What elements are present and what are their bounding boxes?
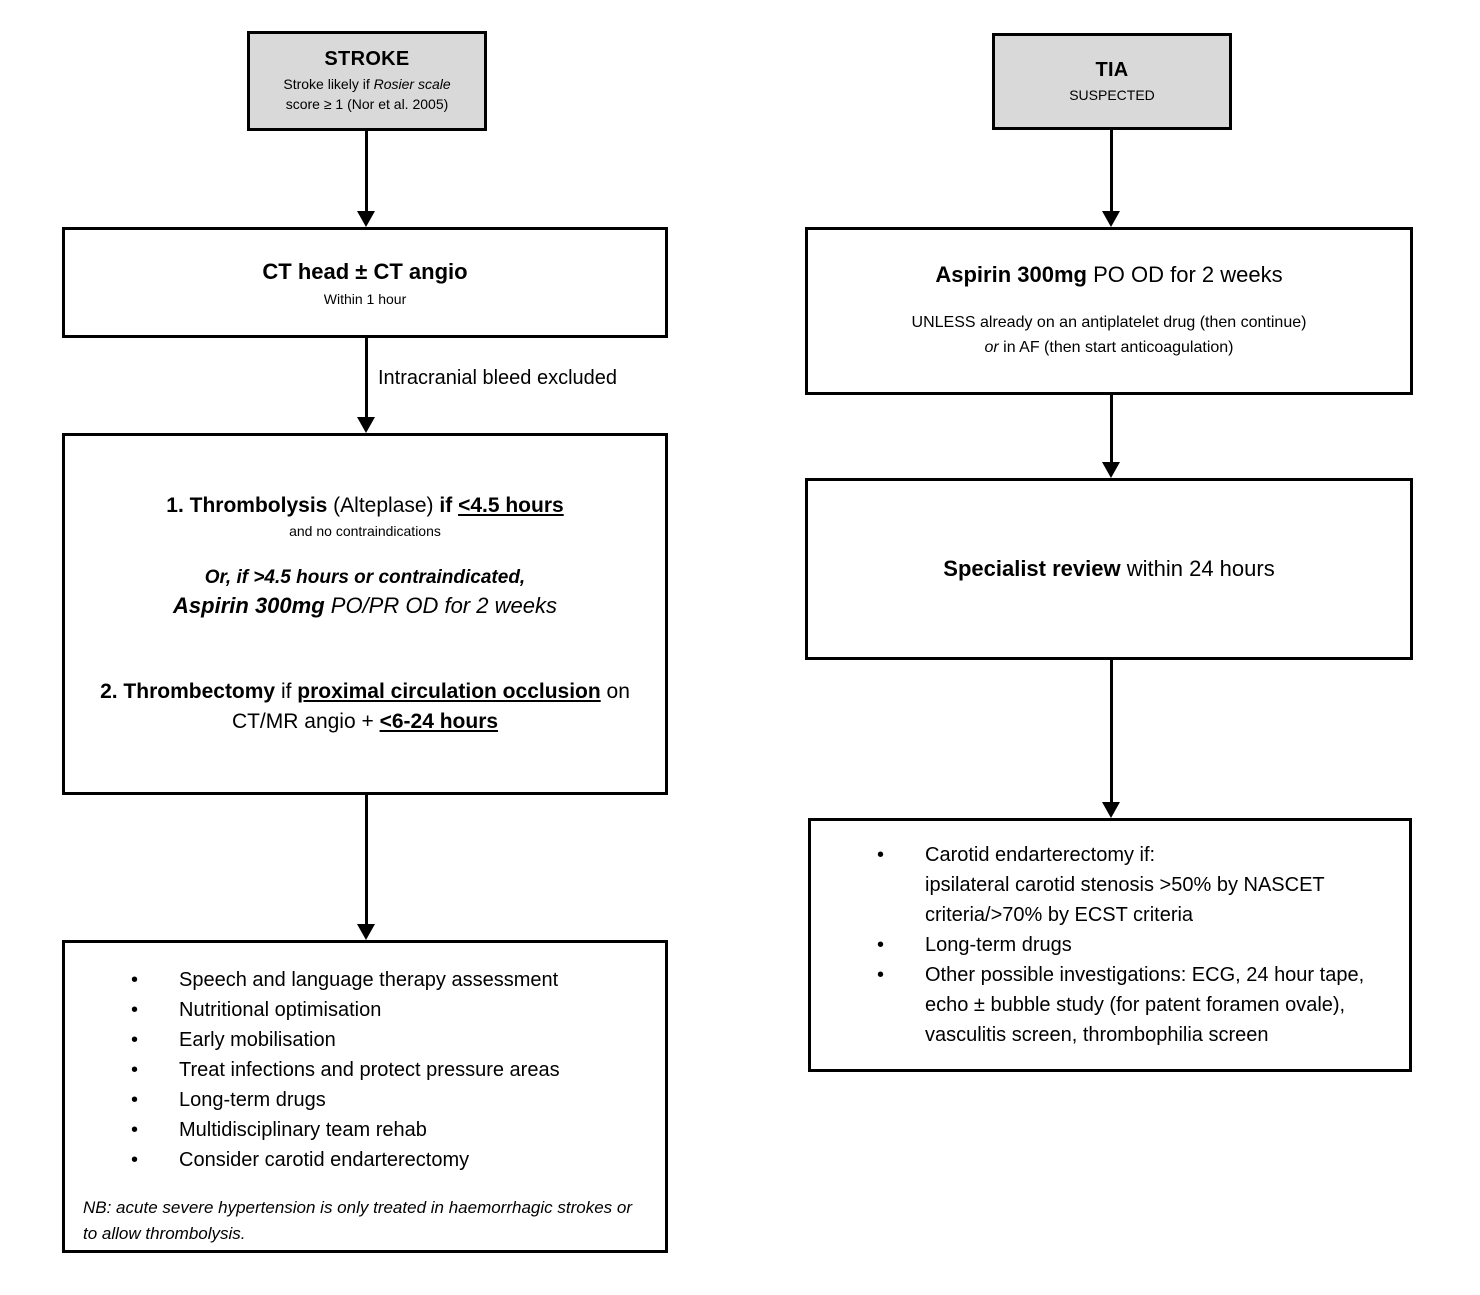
bullet-icon: • — [131, 969, 139, 991]
list-item-text: Treat infections and protect pressure ar… — [179, 1059, 560, 1081]
bleed-excluded-label: Intracranial bleed excluded — [378, 367, 618, 389]
thrombectomy-line-1: 2. Thrombectomy if proximal circulation … — [100, 680, 630, 703]
list-item-text: Nutritional optimisation — [179, 999, 382, 1021]
thrombectomy-line-2: CT/MR angio + <6-24 hours — [231, 710, 499, 733]
arrow-ct-to-treatment — [357, 338, 375, 433]
bullet-icon: • — [131, 1119, 139, 1141]
arrow-stroke-to-ct — [357, 131, 375, 227]
list-item-text: Speech and language therapy assessment — [179, 969, 559, 991]
bullet-icon: • — [131, 1089, 139, 1111]
alternative-intro-line: Or, if >4.5 hours or contraindicated, — [204, 567, 526, 588]
tia-header-box: TIA SUSPECTED — [992, 33, 1232, 130]
list-item-text: Carotid endarterectomy if: ipsilateral c… — [925, 844, 1325, 926]
tia-followup-box: • Carotid endarterectomy if: ipsilateral … — [808, 818, 1412, 1072]
bullet-icon: • — [877, 934, 885, 956]
arrow-shaft — [364, 795, 368, 924]
specialist-review-box: Specialist review within 24 hours — [805, 478, 1413, 660]
stroke-title: STROKE — [324, 48, 410, 70]
list-item: • Nutritional optimisation — [65, 995, 665, 1025]
bullet-icon: • — [131, 1149, 139, 1171]
list-item: • Consider carotid endarterectomy — [65, 1145, 665, 1175]
list-item-text: Long-term drugs — [925, 934, 1072, 956]
arrow-treatment-to-care — [357, 795, 375, 940]
arrow-head-icon — [1102, 462, 1120, 478]
bullet-icon: • — [131, 1059, 139, 1081]
list-item: • Multidisciplinary team rehab — [65, 1115, 665, 1145]
bullet-icon: • — [131, 1029, 139, 1051]
arrow-shaft — [1109, 660, 1113, 802]
hypertension-note: NB: acute severe hypertension is only tr… — [83, 1198, 632, 1243]
tia-title: TIA — [1095, 58, 1129, 81]
supportive-care-list: •Speech and language therapy assessment•… — [65, 965, 665, 1175]
aspirin-box: Aspirin 300mg PO OD for 2 weeks UNLESS a… — [805, 227, 1413, 395]
list-item: • Treat infections and protect pressure a… — [65, 1055, 665, 1085]
arrow-head-icon — [1102, 802, 1120, 818]
list-item-text: Other possible investigations: ECG, 24 h… — [925, 964, 1365, 1046]
arrow-head-icon — [1102, 211, 1120, 227]
acute-treatment-box: 1. Thrombolysis (Alteplase) if <4.5 hour… — [62, 433, 668, 795]
list-item-text: Consider carotid endarterectomy — [179, 1149, 470, 1171]
list-item-text: Multidisciplinary team rehab — [179, 1119, 427, 1141]
tia-subtitle: SUSPECTED — [1069, 86, 1155, 103]
list-item-text: Early mobilisation — [179, 1029, 336, 1051]
list-item: • Speech and language therapy assessment — [65, 965, 665, 995]
arrow-head-icon — [357, 924, 375, 940]
arrow-shaft — [364, 338, 368, 417]
arrow-tia-to-aspirin — [1102, 130, 1120, 227]
aspirin-caveat: UNLESS already on an antiplatelet drug (… — [911, 314, 1307, 356]
arrow-aspirin-to-review — [1102, 395, 1120, 478]
arrow-shaft — [1109, 395, 1113, 462]
arrow-shaft — [364, 131, 368, 211]
list-item: • Carotid endarterectomy if: ipsilateral … — [811, 840, 1409, 930]
list-item: • Other possible investigations: ECG, 24 … — [811, 960, 1409, 1050]
specialist-review-line: Specialist review within 24 hours — [943, 556, 1275, 581]
bullet-icon: • — [877, 844, 885, 866]
arrow-shaft — [1109, 130, 1113, 211]
arrow-head-icon — [357, 417, 375, 433]
list-item: • Long-term drugs — [65, 1085, 665, 1115]
arrow-head-icon — [357, 211, 375, 227]
supportive-care-box: •Speech and language therapy assessment•… — [62, 940, 668, 1253]
tia-followup-list: • Carotid endarterectomy if: ipsilateral … — [811, 840, 1409, 1050]
ct-box-title: CT head ± CT angio — [262, 258, 468, 284]
ct-head-box: CT head ± CT angio Within 1 hour — [62, 227, 668, 338]
bullet-icon: • — [877, 964, 885, 986]
list-item-text: Long-term drugs — [179, 1089, 326, 1111]
list-item: • Long-term drugs — [811, 930, 1409, 960]
arrow-review-to-followup — [1102, 660, 1120, 818]
aspirin-title: Aspirin 300mg PO OD for 2 weeks — [935, 262, 1283, 287]
ct-box-subtitle: Within 1 hour — [323, 290, 407, 307]
alternative-aspirin-line: Aspirin 300mg PO/PR OD for 2 weeks — [173, 593, 557, 618]
list-item: • Early mobilisation — [65, 1025, 665, 1055]
thrombolysis-line: 1. Thrombolysis (Alteplase) if <4.5 hour… — [166, 494, 564, 517]
thrombolysis-caveat: and no contraindications — [289, 523, 441, 539]
bullet-icon: • — [131, 999, 139, 1021]
